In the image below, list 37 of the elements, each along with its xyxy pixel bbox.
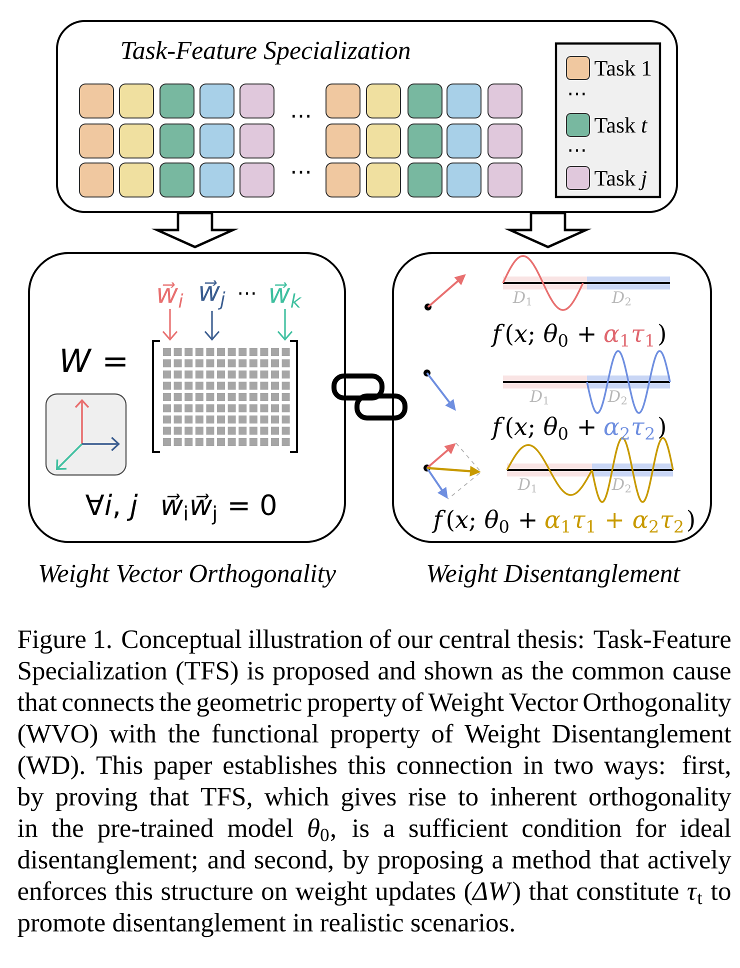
ellipsis: ⋯ xyxy=(292,114,310,118)
legend-label: Taskj xyxy=(594,170,647,190)
ellipsis: ⋯ xyxy=(292,170,310,174)
vector-label: w⃗$_{j}$ xyxy=(200,280,226,310)
block-arrow xyxy=(504,212,592,248)
formula-text: f(x; θ$_{0}$ + xyxy=(490,324,594,347)
vector-label: w⃗$_{k}$ xyxy=(270,282,302,308)
ellipsis: ⋯ xyxy=(569,149,585,152)
formula-text: α$_{1}$τ$_{1}$ + α$_{2}$τ$_{2}$ xyxy=(545,512,682,533)
domain-label: D$_{1}$ xyxy=(512,291,531,306)
legend-label: Task 1 xyxy=(594,60,651,76)
equation-text: w⃗$_{i}$w⃗$_{j}$ = 0 xyxy=(162,494,276,524)
domain-label: D$_{1}$ xyxy=(530,390,548,404)
ellipsis: ⋯ xyxy=(239,292,255,295)
arrow xyxy=(204,310,220,341)
formula-text: α$_{2}$τ$_{2}$ xyxy=(604,422,654,440)
arrow xyxy=(277,308,293,341)
caption-text: Figure 1. Conceptual illustration of our central thesis: Task-Feature Specialization (TFS) is proposed and shown as the common cause that connects the geometric property of Weight Vector Orthogonality (WVO) with the functional property of Weight Disentanglement (WD). This paper establishes this connection in two ways: first, by proving that TFS, which gives rise to inherent orthogonality in the pre-trained model θ$_{0}$, is a sufficient condition for ideal disentanglement; and second, by proposing a method that actively enforces this structure on weight updates (ΔW) that constitute τ$_{t}$ to promote disentanglement in realistic scenarios. xyxy=(17,629,732,938)
vector-label: w⃗$_{i}$ xyxy=(158,282,184,308)
ellipsis: ⋯ xyxy=(569,92,585,96)
equation-text: W = xyxy=(62,348,126,372)
domain-label: D$_{2}$ xyxy=(608,390,626,404)
equation-text: ∀i, j xyxy=(85,494,138,521)
node-label: Weight Vector Orthogonality xyxy=(40,564,336,588)
arrow xyxy=(162,308,178,341)
formula-text: ) xyxy=(659,416,665,439)
block-arrow xyxy=(151,212,239,248)
domain-label: D$_{2}$ xyxy=(612,291,630,306)
formula-text: ) xyxy=(659,324,665,346)
domain-label: D$_{2}$ xyxy=(612,478,630,492)
formula-text: α$_{1}$τ$_{1}$ xyxy=(604,329,653,347)
formula-text: f(x; θ$_{0}$ + xyxy=(432,510,536,533)
node-label: Weight Disentanglement xyxy=(428,564,681,588)
formula-text: f(x; θ$_{0}$ + xyxy=(490,416,594,440)
legend-label: Task t xyxy=(594,117,648,133)
formula-text: ) xyxy=(688,510,694,532)
domain-label: D$_{1}$ xyxy=(518,478,536,492)
